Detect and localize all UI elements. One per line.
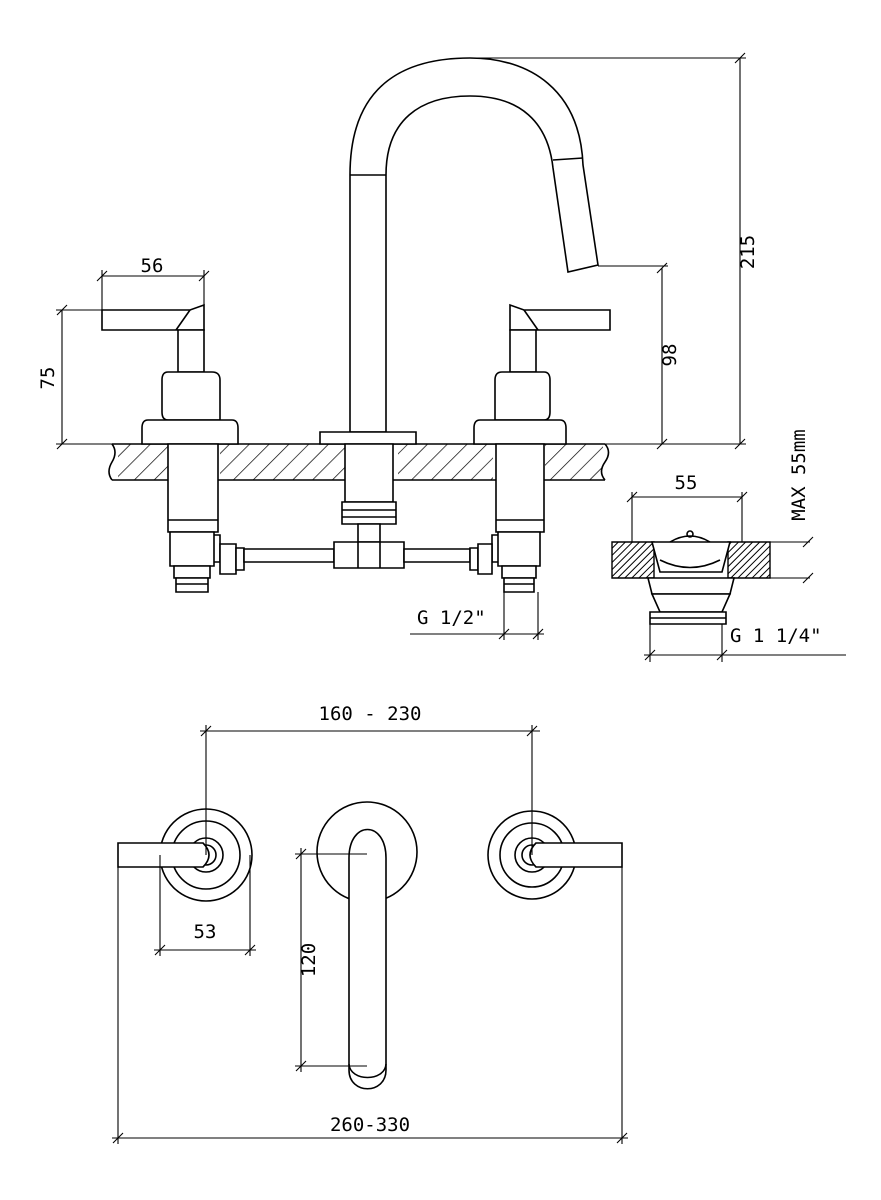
connection-pipe [219, 541, 493, 575]
dim-max-thickness: MAX 55mm [788, 429, 810, 521]
dim-spout-height: 215 [737, 235, 759, 269]
left-valve-assembly [101, 303, 239, 593]
plan-view: 160 - 230 53 120 260-330 [112, 703, 628, 1144]
side-elevation-view: 56 75 98 215 55 MAX 55mm G 1/2" G 1 1/4" [37, 52, 846, 662]
dimension-lines-side [56, 52, 846, 662]
right-handle-plan [487, 810, 623, 900]
dim-waste-width: 55 [675, 472, 698, 494]
dim-handle-height: 75 [37, 367, 59, 390]
waste-drain-section [611, 530, 771, 625]
dim-handle-spacing: 160 - 230 [319, 703, 422, 725]
dim-thread-inlet: G 1/2" [417, 607, 486, 629]
spout [319, 57, 599, 543]
dim-spout-outlet-height: 98 [659, 344, 681, 367]
dim-handle-width: 56 [141, 255, 164, 277]
right-valve-assembly [473, 303, 611, 593]
countertop-section [108, 443, 610, 481]
dim-rosette-diameter: 53 [194, 921, 217, 943]
dim-thread-waste: G 1 1/4" [730, 625, 822, 647]
dim-overall-width: 260-330 [330, 1114, 410, 1136]
dimension-lines-plan [112, 725, 628, 1144]
spout-plan [316, 801, 418, 1090]
dim-spout-projection: 120 [298, 943, 320, 977]
left-handle-plan [117, 808, 253, 902]
